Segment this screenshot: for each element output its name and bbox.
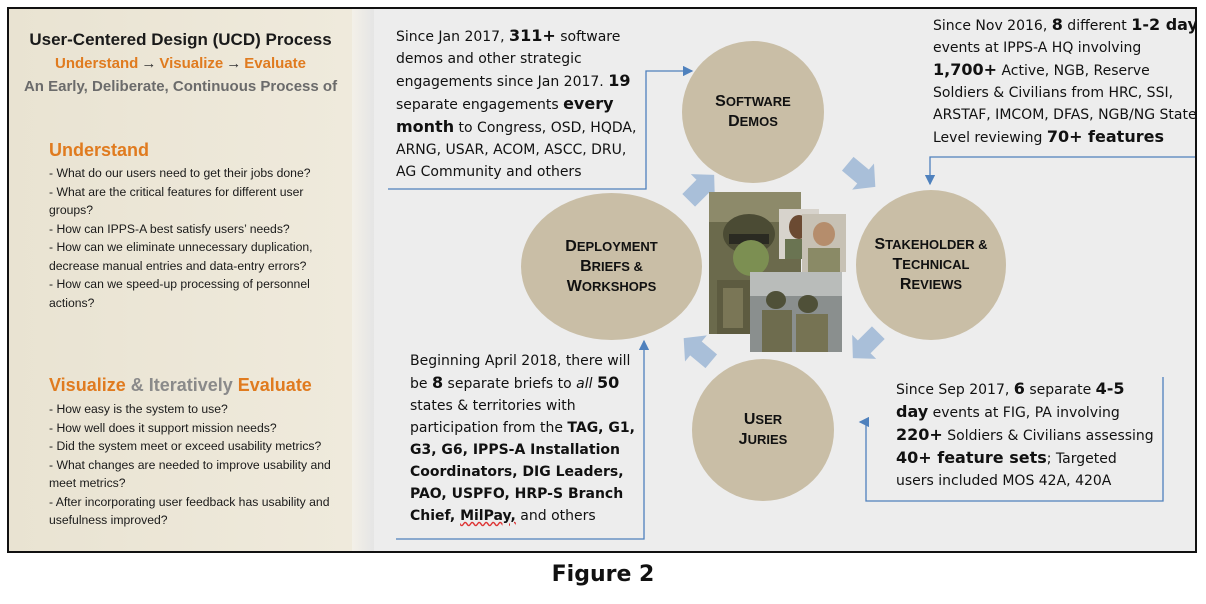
circle-label-line: DEMOS	[728, 113, 778, 130]
connector-demos	[388, 65, 694, 190]
arrow-right-icon: →	[226, 55, 242, 72]
ucd-steps: Understand→Visualize→Evaluate	[9, 55, 352, 72]
question-item: - What changes are needed to improve usa…	[49, 457, 331, 491]
figure-frame: User-Centered Design (UCD) Process Under…	[7, 7, 1197, 553]
user-juries-circle: USER JURIES	[692, 359, 834, 501]
understand-questions: - What do our users need to get their jo…	[49, 164, 339, 312]
cycle-arrow-icon	[682, 174, 715, 207]
connector-lines	[388, 65, 1195, 540]
arrow-right-icon: →	[141, 55, 157, 72]
question-item: - How well does it support mission needs…	[49, 420, 277, 435]
stakeholder-note: Since Nov 2016, 8 different 1-2 day even…	[933, 15, 1197, 146]
question-item: - How easy is the system to use?	[49, 402, 228, 416]
visualize-questions: - How easy is the system to use? - How w…	[49, 400, 339, 530]
figure-caption: Figure 2	[551, 562, 655, 587]
panel-divider	[352, 9, 374, 551]
question-item: - How can we speed-up processing of pers…	[49, 277, 310, 310]
cycle-arrow-icon	[841, 156, 876, 190]
heading-part: Understand	[49, 140, 150, 160]
circle-label-line: REVIEWS	[899, 276, 963, 293]
step-understand: Understand	[55, 55, 139, 72]
circle-label-line: JURIES	[738, 431, 788, 448]
step-evaluate: Evaluate	[244, 55, 306, 72]
connector-deployment	[396, 339, 650, 540]
deployment-note: Beginning April 2018, there will be 8 se…	[410, 353, 635, 524]
circle-label-line: WORKSHOPS	[566, 277, 657, 295]
connector-juries	[858, 377, 1164, 502]
heading-part: & Iteratively	[125, 375, 238, 395]
circle-label-line: SOFTWARE	[715, 93, 791, 110]
question-item: - How can we eliminate unnecessary dupli…	[49, 240, 313, 273]
cycle-arrow-icon	[683, 335, 718, 369]
question-item: - After incorporating user feedback has …	[49, 494, 330, 528]
question-item: - What are the critical features for dif…	[49, 184, 304, 218]
section-heading-understand: Understand	[49, 140, 149, 161]
engagement-cycle-diagram: SOFTWARE DEMOS STAKEHOLDER & TECHNICAL R…	[374, 9, 1195, 551]
circle-label-line: STAKEHOLDER &	[874, 236, 988, 253]
question-item: - How can IPPS-A best satisfy users’ nee…	[49, 221, 290, 236]
cycle-arrow-icon	[852, 326, 885, 359]
soldier-photo-4	[750, 272, 842, 352]
ucd-panel-title: User-Centered Design (UCD) Process	[29, 30, 332, 49]
software-demos-note: Since Jan 2017, 311+ software demos and …	[396, 26, 637, 180]
connector-stakeholder	[924, 156, 1195, 186]
heading-part: Evaluate	[237, 375, 312, 395]
step-visualize: Visualize	[159, 55, 224, 72]
software-demos-circle: SOFTWARE DEMOS	[682, 41, 824, 183]
stakeholder-reviews-circle: STAKEHOLDER & TECHNICAL REVIEWS	[856, 190, 1006, 340]
section-heading-visualize-evaluate: Visualize & Iteratively Evaluate	[49, 375, 312, 396]
circle-label-line: USER	[743, 411, 783, 428]
ucd-process-panel: User-Centered Design (UCD) Process Under…	[9, 9, 352, 551]
user-juries-note: Since Sep 2017, 6 separate 4-5 day event…	[896, 379, 1154, 489]
deployment-briefs-circle: DEPLOYMENT BRIEFS & WORKSHOPS	[521, 193, 702, 340]
ucd-tagline: An Early, Deliberate, Continuous Process…	[23, 78, 338, 95]
circle-label-line: TECHNICAL	[892, 256, 970, 273]
circle-label-line: BRIEFS &	[580, 257, 643, 275]
soldier-photo-3	[802, 214, 846, 272]
heading-part: Visualize	[49, 375, 126, 395]
question-item: - Did the system meet or exceed usabilit…	[49, 439, 322, 453]
circle-label-line: DEPLOYMENT	[565, 237, 658, 255]
question-item: - What do our users need to get their jo…	[49, 166, 311, 180]
